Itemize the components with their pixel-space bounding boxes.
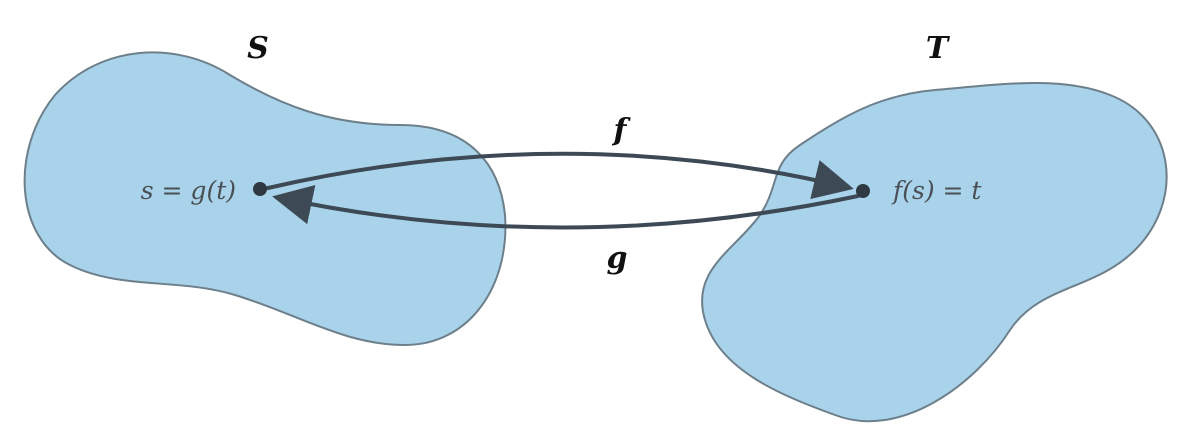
point-t-label: f(s) = t (891, 176, 982, 205)
set-t-region (701, 82, 1168, 423)
point-s (253, 182, 267, 196)
map-g-arrow (272, 185, 860, 230)
set-s-label: S (247, 31, 269, 66)
set-s-region (23, 51, 507, 347)
point-s-label: s = g(t) (141, 176, 236, 205)
map-f-arrow (266, 151, 854, 200)
map-f-label: f (612, 113, 632, 148)
map-g-label: g (607, 241, 628, 276)
point-t (856, 184, 870, 198)
set-t-label: T (926, 31, 951, 66)
